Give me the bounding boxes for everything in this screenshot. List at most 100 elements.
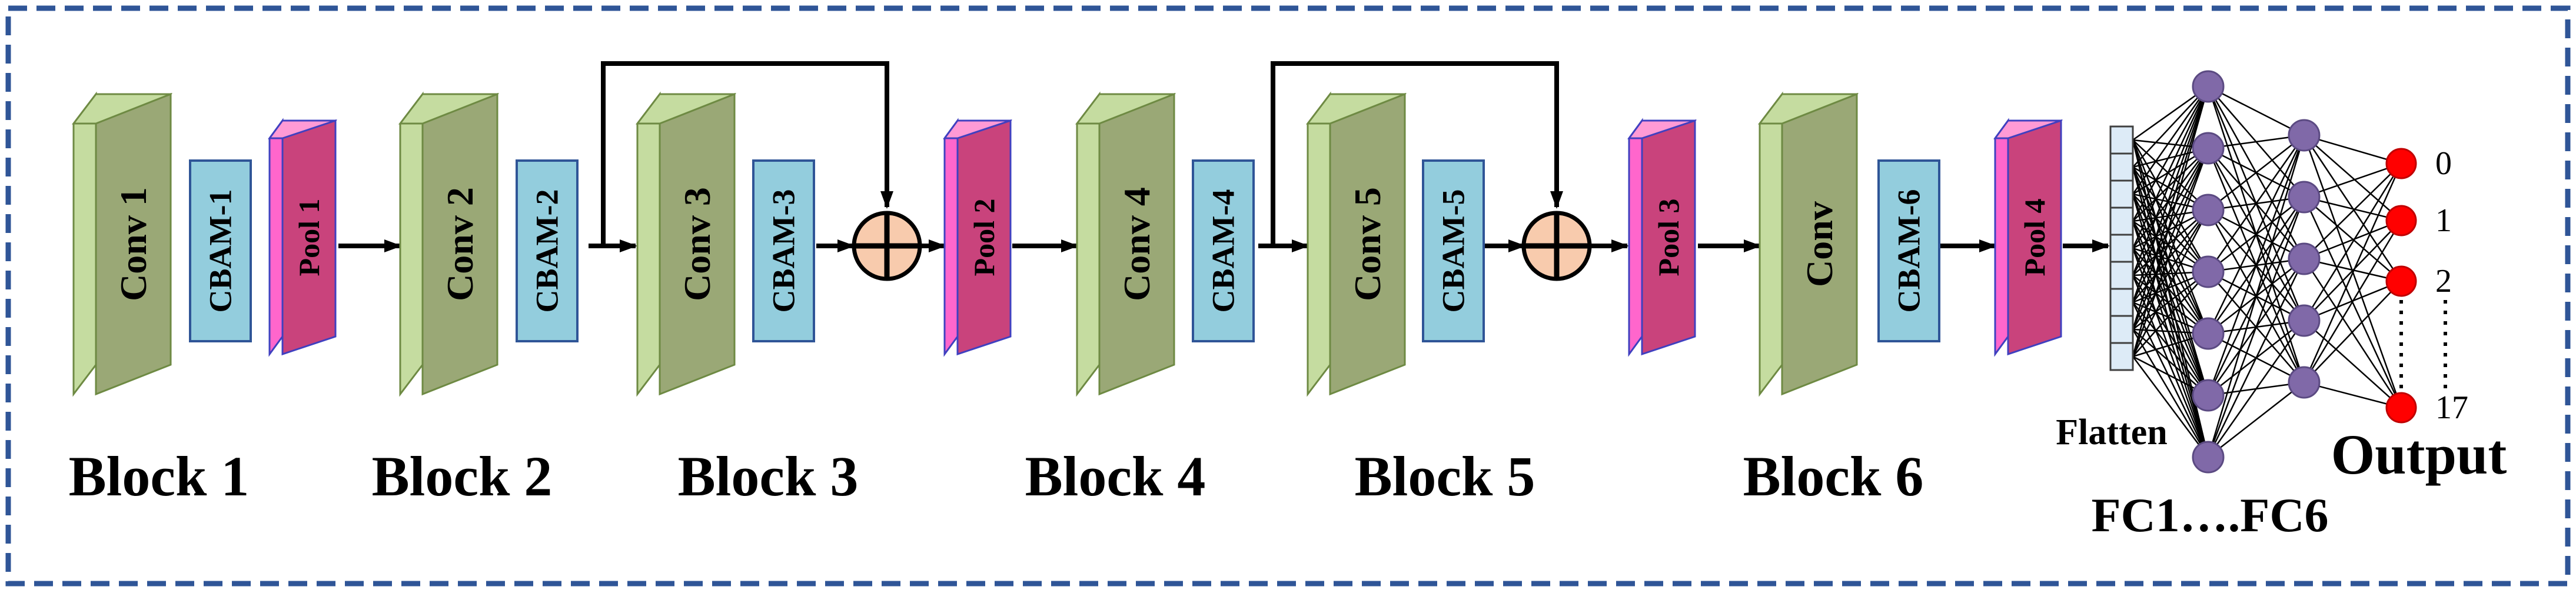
connection bbox=[2303, 163, 2402, 383]
pool-layer-pool3: Pool 3 bbox=[1627, 118, 1697, 357]
conv-label: Conv 3 bbox=[676, 187, 718, 301]
block-label-5: Block 5 bbox=[1355, 445, 1535, 508]
conv-layer-conv1: Conv 1 bbox=[71, 91, 173, 397]
pool-layer-pool4: Pool 4 bbox=[1993, 118, 2063, 357]
conv-label: Conv 2 bbox=[439, 187, 481, 301]
pool-label: Pool 2 bbox=[968, 199, 1001, 276]
connection bbox=[2132, 194, 2209, 458]
skip-connection-block3 bbox=[601, 61, 893, 246]
connection bbox=[2132, 139, 2209, 396]
connection bbox=[2303, 220, 2402, 383]
connection bbox=[2132, 86, 2209, 168]
connection bbox=[2207, 320, 2305, 458]
block-label-4: Block 4 bbox=[1025, 445, 1206, 508]
connection bbox=[2207, 135, 2305, 396]
output-node bbox=[2385, 265, 2417, 297]
conv-front-face bbox=[421, 92, 498, 396]
flatten-cell bbox=[2109, 234, 2134, 263]
connection bbox=[2132, 86, 2209, 222]
connection bbox=[2132, 248, 2209, 396]
output-title: Output bbox=[2331, 423, 2507, 486]
pool-side-face bbox=[268, 118, 284, 357]
cbam-label: CBAM-2 bbox=[530, 189, 565, 313]
cbam-module-cbam3: CBAM-3 bbox=[752, 159, 815, 342]
block-label-3: Block 3 bbox=[678, 445, 859, 508]
output-class-label: 1 bbox=[2435, 202, 2452, 239]
block-label-2: Block 2 bbox=[372, 445, 553, 508]
connection bbox=[2304, 163, 2402, 259]
fc-label: FC1….FC6 bbox=[2091, 488, 2328, 542]
fc-neuron bbox=[2288, 119, 2321, 152]
flatten-cell bbox=[2109, 261, 2134, 290]
fc-neuron bbox=[2288, 366, 2321, 399]
fc-neuron bbox=[2192, 317, 2225, 350]
connection bbox=[2132, 221, 2209, 396]
connection bbox=[2132, 329, 2209, 458]
dashed-frame bbox=[5, 5, 2571, 587]
cbam-box bbox=[1192, 159, 1255, 342]
connection bbox=[2304, 219, 2402, 260]
fc-neuron bbox=[2192, 441, 2225, 474]
cbam-module-cbam2: CBAM-2 bbox=[516, 159, 579, 342]
connection bbox=[2208, 382, 2305, 458]
output-class-label: 17 bbox=[2435, 389, 2468, 426]
connection bbox=[2132, 86, 2209, 303]
connection bbox=[2304, 196, 2402, 222]
conv-front-face bbox=[1098, 92, 1175, 396]
connection bbox=[2132, 148, 2209, 276]
pool-front-face bbox=[1641, 119, 1696, 356]
connection bbox=[2132, 148, 2209, 249]
conv-label: Conv 5 bbox=[1347, 187, 1388, 301]
add-node-2 bbox=[1521, 211, 1592, 281]
flow-arrows bbox=[338, 61, 2110, 252]
block-label-6: Block 6 bbox=[1743, 445, 1924, 508]
connection bbox=[2304, 281, 2402, 383]
conv-front-face bbox=[1781, 92, 1858, 396]
connection bbox=[2132, 86, 2209, 276]
connection bbox=[2132, 275, 2209, 396]
pool-label: Pool 4 bbox=[2018, 199, 2051, 276]
output-class-label: 0 bbox=[2435, 145, 2452, 182]
conv-label: Conv 1 bbox=[112, 187, 154, 301]
cbam-box bbox=[516, 159, 579, 342]
conv-layer-conv5: Conv 5 bbox=[1305, 91, 1407, 397]
cbam-module-cbam6: CBAM-6 bbox=[1877, 159, 1940, 342]
cbam-label: CBAM-3 bbox=[766, 189, 802, 313]
cbam-module-cbam1: CBAM-1 bbox=[189, 159, 252, 342]
conv-label: Conv bbox=[1799, 201, 1840, 287]
connection bbox=[2132, 194, 2209, 272]
connection bbox=[2207, 258, 2305, 458]
output-node bbox=[2385, 148, 2417, 179]
conv-layer-conv3: Conv 3 bbox=[635, 91, 737, 397]
conv-layer-conv4: Conv 4 bbox=[1075, 91, 1176, 397]
connection bbox=[2304, 135, 2402, 221]
connection bbox=[2132, 148, 2209, 330]
conv-front-face bbox=[659, 92, 736, 396]
connection bbox=[2132, 356, 2209, 458]
output-node bbox=[2385, 205, 2417, 236]
pool-front-face bbox=[281, 119, 337, 356]
cbam-label: CBAM-4 bbox=[1206, 189, 1241, 313]
cbam-box bbox=[1422, 159, 1485, 342]
conv-side-face bbox=[1307, 91, 1331, 397]
conv-front-face bbox=[1329, 92, 1406, 396]
fc-neuron bbox=[2192, 132, 2225, 165]
pool-front-face bbox=[2007, 119, 2062, 356]
flatten-cell bbox=[2109, 179, 2134, 209]
connection bbox=[2207, 135, 2305, 334]
flatten-label: Flatten bbox=[2056, 412, 2167, 452]
connection bbox=[2132, 166, 2209, 396]
block-label-1: Block 1 bbox=[69, 445, 250, 508]
conv-layer-conv2: Conv 2 bbox=[398, 91, 500, 397]
connection bbox=[2132, 148, 2209, 222]
connection bbox=[2207, 135, 2305, 458]
flatten-cell bbox=[2109, 206, 2134, 236]
connection bbox=[2304, 381, 2402, 409]
connection bbox=[2132, 248, 2209, 334]
flatten-cell bbox=[2109, 288, 2134, 317]
cbam-module-cbam5: CBAM-5 bbox=[1422, 159, 1485, 342]
pool-label: Pool 3 bbox=[1652, 199, 1685, 276]
